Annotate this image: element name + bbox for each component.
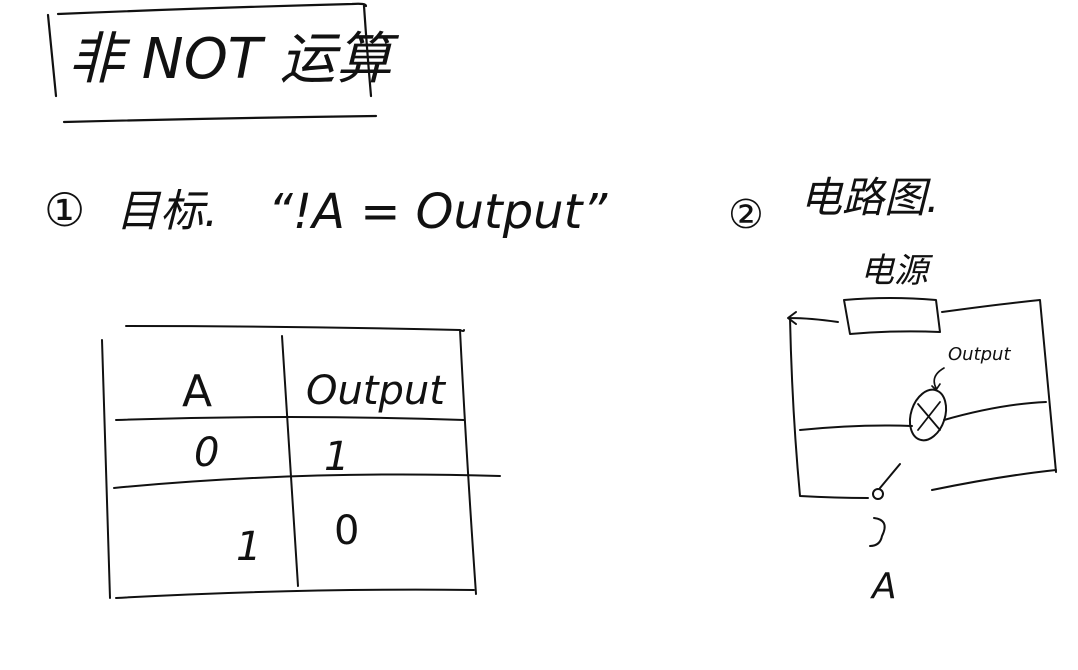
table-column-divider (281, 335, 299, 587)
goal-expression: “!A = Output” (268, 184, 608, 240)
truth-table: A Output 0 1 1 0 (101, 325, 501, 599)
section-circuit: ② 电路图. 电源 Output A (728, 173, 1057, 607)
table-header-divider (115, 416, 465, 421)
switch-pointer-arrow (869, 517, 886, 547)
section-goal: ① 目标. “!A = Output” (44, 183, 608, 240)
wire-top-left (787, 311, 839, 325)
lamp-output (908, 367, 948, 442)
table-top-line (125, 325, 465, 332)
section1-marker: ① (44, 183, 85, 237)
section2-label: 电路图. (800, 173, 939, 222)
section1-label: 目标. (116, 186, 218, 237)
switch-a (869, 463, 901, 547)
table-cell-a-row2: 1 (236, 524, 261, 570)
table-cell-a-row1: 0 (194, 430, 219, 476)
table-bottom-line (115, 588, 475, 599)
table-cell-output-row2: 0 (334, 508, 359, 554)
output-label: Output (948, 344, 1011, 365)
output-pointer-arrow (931, 367, 945, 391)
title-underline (62, 114, 378, 124)
power-source-label: 电源 (860, 251, 934, 291)
switch-label: A (870, 566, 897, 607)
wire-middle (799, 401, 1047, 431)
table-cell-output-row1: 1 (324, 434, 349, 480)
table-header-a: A (182, 366, 212, 417)
wire-bottom-right (931, 469, 1057, 491)
section2-marker: ② (728, 192, 764, 238)
title-box-border (46, 2, 373, 98)
table-left-line (101, 339, 111, 599)
page-title: 非 NOT 运算 (68, 27, 400, 92)
power-source (843, 297, 941, 335)
lamp-cross-icon (917, 401, 941, 431)
table-row-divider (113, 473, 501, 489)
wire-right (941, 299, 1057, 473)
table-header-output: Output (306, 368, 446, 414)
switch-pivot-icon (872, 488, 884, 500)
wire-left (789, 317, 869, 499)
table-right-line (459, 329, 477, 595)
title-box: 非 NOT 运算 (46, 2, 400, 124)
switch-lever (879, 463, 901, 489)
